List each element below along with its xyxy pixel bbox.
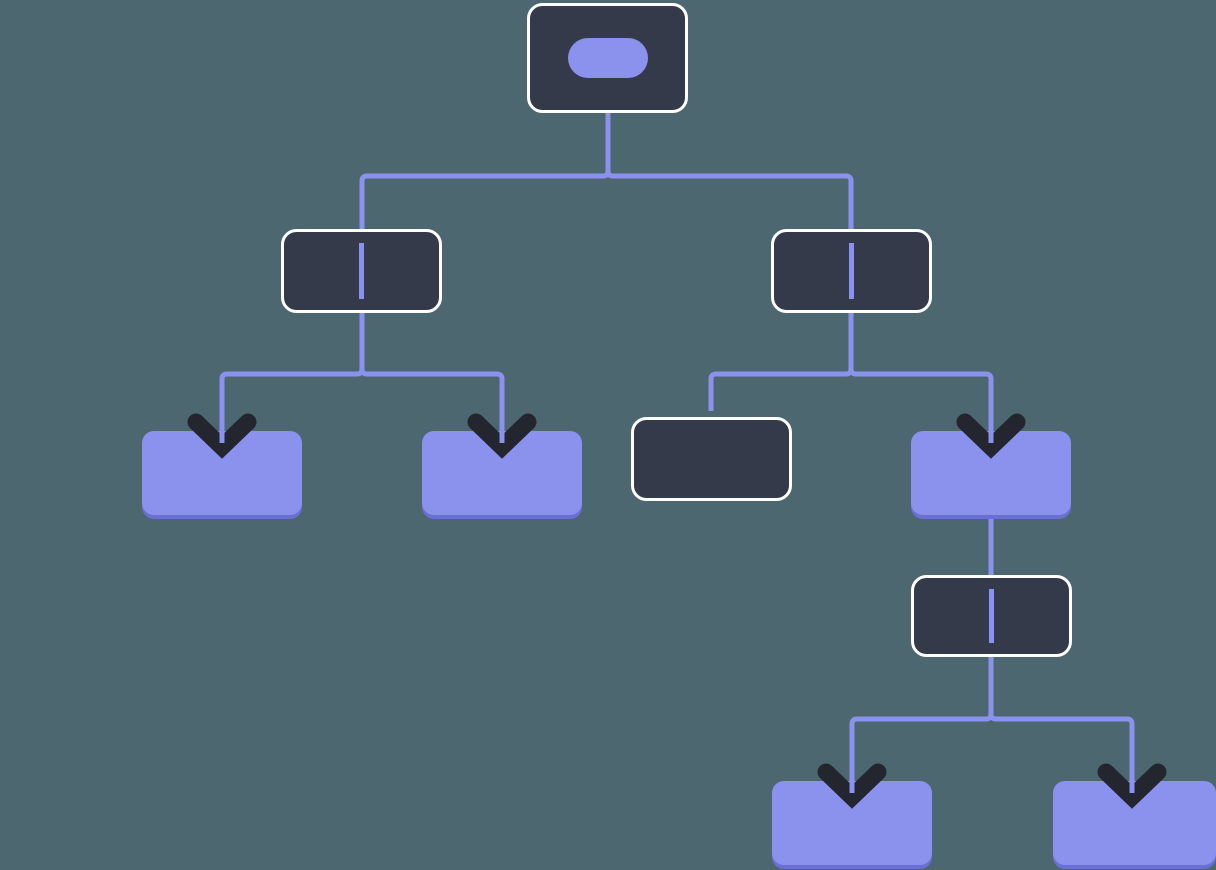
tree-edge	[359, 313, 505, 437]
node-body-light[interactable]	[772, 781, 932, 865]
edge-arrowhead	[817, 763, 887, 809]
tree-node-n0[interactable]	[527, 3, 688, 113]
tree-edge	[708, 313, 854, 411]
tree-node-n1[interactable]	[281, 229, 442, 313]
tree-node-n7[interactable]	[911, 575, 1072, 657]
tree-node-n5[interactable]	[631, 417, 792, 501]
tree-edge	[605, 113, 854, 229]
tree-node-n3[interactable]	[142, 431, 302, 519]
tree-node-n8[interactable]	[772, 781, 932, 869]
edge-arrowhead	[956, 413, 1026, 459]
edge-arrowhead	[467, 413, 537, 459]
tree-node-n4[interactable]	[422, 431, 582, 519]
node-body-light[interactable]	[1053, 781, 1216, 865]
edge-arrowhead	[187, 413, 257, 459]
tree-edge	[848, 313, 994, 437]
edges-layer	[219, 58, 1135, 787]
node-body-light[interactable]	[911, 431, 1071, 515]
edge-arrowhead	[1097, 763, 1167, 809]
node-body-light[interactable]	[422, 431, 582, 515]
tree-node-n6[interactable]	[911, 431, 1071, 519]
tree-node-n9[interactable]	[1053, 781, 1216, 869]
node-pill	[568, 38, 648, 78]
tree-node-n2[interactable]	[771, 229, 932, 313]
node-body-light[interactable]	[142, 431, 302, 515]
node-body-dark[interactable]	[631, 417, 792, 501]
tree-edge	[988, 657, 1135, 787]
arrowheads-layer	[187, 400, 1167, 809]
nodes-layer	[142, 3, 1216, 869]
